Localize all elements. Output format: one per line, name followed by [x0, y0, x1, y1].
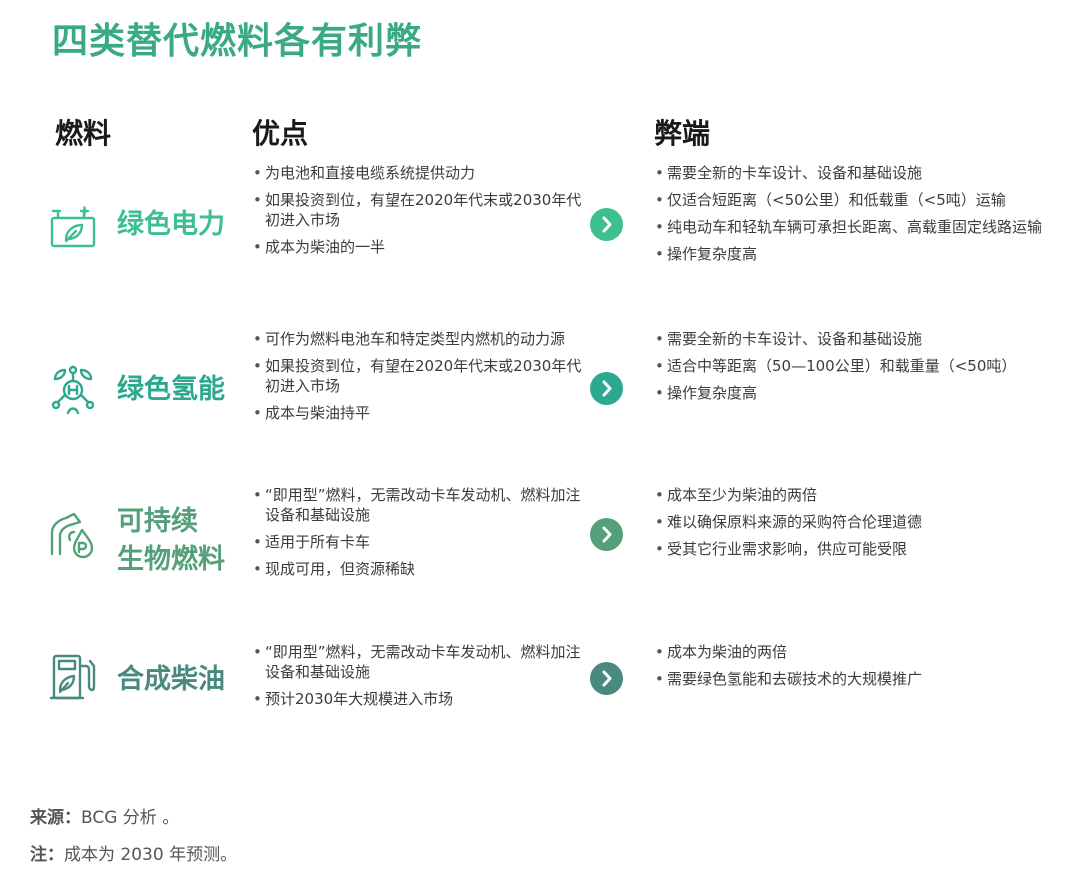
arrow-right-icon	[590, 372, 623, 405]
fuel-name-line: 绿色电力	[117, 209, 225, 240]
pros-list: 为电池和直接电缆系统提供动力 如果投资到位，有望在2020年代末或2030年代初…	[253, 163, 583, 264]
pros-list: “即用型”燃料，无需改动卡车发动机、燃料加注设备和基础设施 适用于所有卡车 现成…	[253, 485, 583, 586]
list-item: 成本为柴油的两倍	[655, 642, 1045, 662]
list-item: 需要全新的卡车设计、设备和基础设施	[655, 329, 1045, 349]
fuel-name: 绿色氢能	[117, 371, 225, 409]
list-item: 预计2030年大规模进入市场	[253, 689, 583, 709]
list-item: 如果投资到位，有望在2020年代末或2030年代初进入市场	[253, 356, 583, 396]
note-label: 注：	[30, 845, 64, 865]
arrow-right-icon	[590, 518, 623, 551]
list-item: 为电池和直接电缆系统提供动力	[253, 163, 583, 183]
list-item: 成本与柴油持平	[253, 403, 583, 423]
list-item: “即用型”燃料，无需改动卡车发动机、燃料加注设备和基础设施	[253, 642, 583, 682]
fuel-name-line: 可持续	[117, 506, 198, 537]
pros-list: 可作为燃料电池车和特定类型内燃机的动力源 如果投资到位，有望在2020年代末或2…	[253, 329, 583, 430]
biofuel-pump-icon	[48, 510, 98, 560]
list-item: 现成可用，但资源稀缺	[253, 559, 583, 579]
list-item: 纯电动车和轻轨车辆可承担长距离、高载重固定线路运输	[655, 217, 1045, 237]
fuel-name-line: 合成柴油	[117, 664, 225, 695]
fuel-name-line: 生物燃料	[117, 544, 225, 575]
hydrogen-molecule-icon	[48, 365, 98, 415]
list-item: 受其它行业需求影响，供应可能受限	[655, 539, 1045, 559]
list-item: 成本为柴油的一半	[253, 237, 583, 257]
list-item: 难以确保原料来源的采购符合伦理道德	[655, 512, 1045, 532]
fuel-name: 绿色电力	[117, 206, 225, 244]
cons-list: 成本为柴油的两倍 需要绿色氢能和去碳技术的大规模推广	[655, 642, 1045, 696]
pros-list: “即用型”燃料，无需改动卡车发动机、燃料加注设备和基础设施 预计2030年大规模…	[253, 642, 583, 716]
source-text: BCG 分析 。	[81, 808, 180, 828]
arrow-right-icon	[590, 208, 623, 241]
column-header-fuel: 燃料	[55, 117, 112, 150]
list-item: 如果投资到位，有望在2020年代末或2030年代初进入市场	[253, 190, 583, 230]
cons-list: 成本至少为柴油的两倍 难以确保原料来源的采购符合伦理道德 受其它行业需求影响，供…	[655, 485, 1045, 566]
column-header-pros: 优点	[252, 117, 309, 150]
cons-list: 需要全新的卡车设计、设备和基础设施 仅适合短距离（<50公里）和低载重（<5吨）…	[655, 163, 1045, 271]
fuel-name: 合成柴油	[117, 661, 225, 699]
fuel-station-leaf-icon	[48, 652, 98, 702]
column-header-cons: 弊端	[654, 117, 711, 150]
cons-list: 需要全新的卡车设计、设备和基础设施 适合中等距离（50—100公里）和载重量（<…	[655, 329, 1045, 410]
arrow-right-icon	[590, 662, 623, 695]
note-text: 成本为 2030 年预测。	[64, 845, 238, 865]
fuel-name-line: 绿色氢能	[117, 374, 225, 405]
list-item: 成本至少为柴油的两倍	[655, 485, 1045, 505]
list-item: 适用于所有卡车	[253, 532, 583, 552]
battery-leaf-icon	[48, 204, 98, 254]
list-item: 适合中等距离（50—100公里）和载重量（<50吨）	[655, 356, 1045, 376]
list-item: 需要绿色氢能和去碳技术的大规模推广	[655, 669, 1045, 689]
fuel-name: 可持续 生物燃料	[117, 503, 225, 579]
list-item: 操作复杂度高	[655, 244, 1045, 264]
list-item: 操作复杂度高	[655, 383, 1045, 403]
source-note: 来源：BCG 分析 。	[30, 803, 179, 828]
list-item: 需要全新的卡车设计、设备和基础设施	[655, 163, 1045, 183]
list-item: 可作为燃料电池车和特定类型内燃机的动力源	[253, 329, 583, 349]
source-label: 来源：	[30, 808, 81, 828]
list-item: “即用型”燃料，无需改动卡车发动机、燃料加注设备和基础设施	[253, 485, 583, 525]
list-item: 仅适合短距离（<50公里）和低载重（<5吨）运输	[655, 190, 1045, 210]
cost-note: 注：成本为 2030 年预测。	[30, 840, 237, 865]
page-title: 四类替代燃料各有利弊	[52, 21, 423, 62]
